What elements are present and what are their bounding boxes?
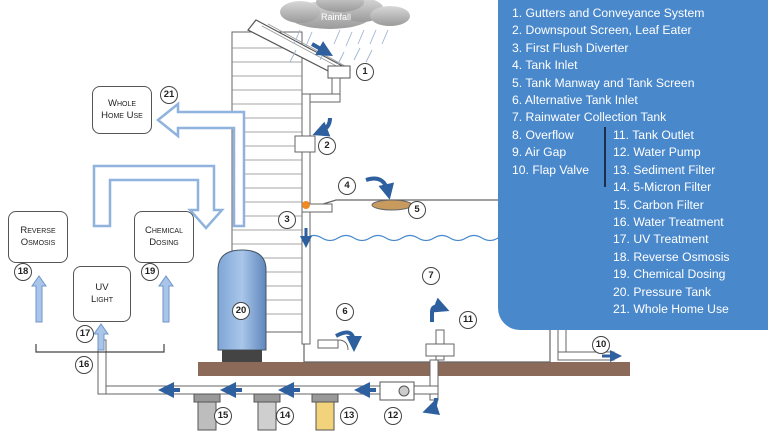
legend-item: 17. UV Treatment — [613, 232, 709, 247]
legend-item: 14. 5-Micron Filter — [613, 180, 712, 195]
marker-14: 14 — [276, 407, 294, 425]
legend-item: 13. Sediment Filter — [613, 162, 716, 177]
marker-16: 16 — [75, 356, 93, 374]
legend-item: 9. Air Gap — [512, 145, 567, 160]
marker-15: 15 — [214, 407, 232, 425]
whole-home-line1: Whole — [107, 98, 137, 109]
marker-18: 18 — [14, 263, 32, 281]
marker-10: 10 — [592, 336, 610, 354]
legend-item: 20. Pressure Tank — [613, 284, 712, 299]
legend-divider — [604, 127, 606, 187]
marker-19: 19 — [141, 263, 159, 281]
output-arrows — [31, 275, 174, 351]
marker-21: 21 — [160, 86, 178, 104]
roof — [247, 19, 351, 79]
marker-17: 17 — [76, 325, 94, 343]
legend-item: 16. Water Treatment — [613, 215, 724, 230]
legend-item: 10. Flap Valve — [512, 162, 590, 177]
ro-line2: Osmosis — [20, 237, 56, 248]
marker-4: 4 — [338, 177, 356, 195]
marker-3: 3 — [278, 211, 296, 229]
marker-20: 20 — [232, 302, 250, 320]
whole-home-line2: Home Use — [101, 110, 143, 121]
legend-item: 3. First Flush Diverter — [512, 40, 629, 55]
ground — [198, 362, 630, 376]
marker-5: 5 — [408, 201, 426, 219]
uv-line1: UV — [95, 282, 109, 293]
legend-item: 18. Reverse Osmosis — [613, 249, 730, 264]
legend-item: 19. Chemical Dosing — [613, 267, 726, 282]
chem-line1: Chemical — [145, 225, 183, 236]
marker-1: 1 — [356, 63, 374, 81]
marker-6: 6 — [336, 303, 354, 321]
marker-2: 2 — [318, 137, 336, 155]
filters — [193, 393, 339, 431]
legend-column-2: 11. Tank Outlet 12. Water Pump 13. Sedim… — [613, 127, 730, 318]
downspout — [294, 77, 349, 351]
chem-line2: Dosing — [149, 237, 179, 248]
reverse-osmosis-box: Reverse Osmosis — [8, 211, 68, 263]
marker-13: 13 — [340, 407, 358, 425]
uv-light-box: UV Light — [73, 266, 131, 322]
water-pump — [379, 381, 415, 401]
legend-item: 5. Tank Manway and Tank Screen — [512, 75, 695, 90]
uv-line2: Light — [90, 294, 113, 305]
marker-12: 12 — [384, 407, 402, 425]
rainfall-label: Rainfall — [321, 12, 351, 22]
pressure-tank — [217, 249, 267, 362]
chemical-dosing-box: Chemical Dosing — [134, 211, 194, 263]
legend-item: 12. Water Pump — [613, 145, 701, 160]
legend-item: 6. Alternative Tank Inlet — [512, 93, 638, 108]
legend-item: 11. Tank Outlet — [613, 128, 694, 142]
marker-11: 11 — [459, 311, 477, 329]
legend-column-1: 1. Gutters and Conveyance System 2. Down… — [512, 5, 704, 179]
legend-item: 7. Rainwater Collection Tank — [512, 110, 667, 125]
first-flush-dot — [302, 201, 310, 209]
legend-item: 8. Overflow — [512, 127, 574, 142]
whole-home-use-box: Whole Home Use — [92, 86, 152, 134]
legend-panel: 1. Gutters and Conveyance System 2. Down… — [498, 0, 768, 330]
marker-7: 7 — [422, 267, 440, 285]
rain-cloud — [280, 0, 410, 65]
legend-item: 4. Tank Inlet — [512, 58, 578, 73]
legend-item: 21. Whole Home Use — [613, 302, 729, 317]
outlet-pipe — [97, 329, 455, 401]
legend-item: 2. Downspout Screen, Leaf Eater — [512, 23, 692, 38]
flow-outline-arrows — [92, 101, 246, 230]
legend-item: 1. Gutters and Conveyance System — [512, 6, 705, 20]
ro-line1: Reverse — [20, 225, 56, 236]
legend-item: 15. Carbon Filter — [613, 197, 704, 212]
